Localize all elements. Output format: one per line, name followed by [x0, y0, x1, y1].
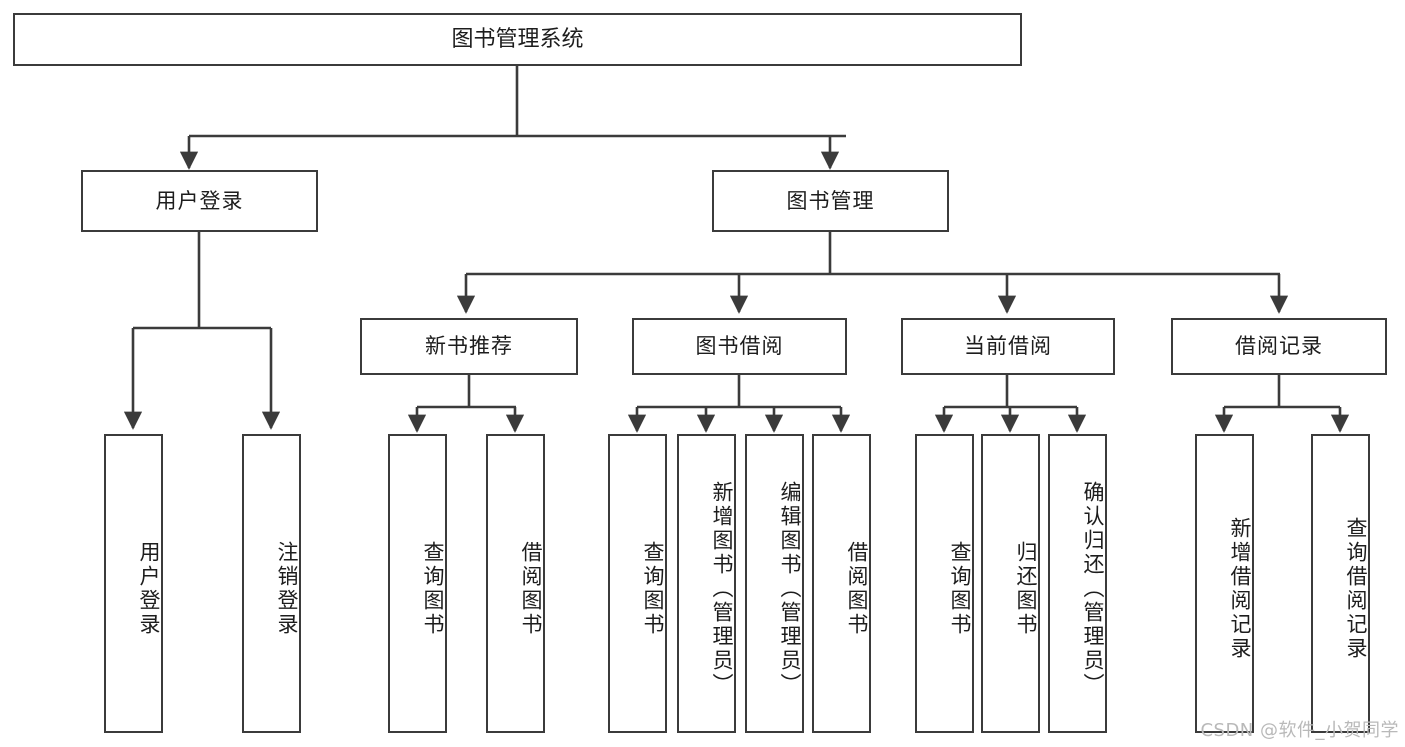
leaf-borrow-edit-book-admin[interactable]: 编辑图书（管理员）: [745, 434, 804, 733]
node-new-book-recommend[interactable]: 新书推荐: [360, 318, 578, 375]
leaf-label: 用户登录: [137, 540, 161, 637]
node-current-borrow[interactable]: 当前借阅: [901, 318, 1115, 375]
leaf-borrow-add-book-admin[interactable]: 新增图书（管理员）: [677, 434, 736, 733]
leaf-current-return-book[interactable]: 归还图书: [981, 434, 1040, 733]
leaf-borrow-query-book[interactable]: 查询图书: [608, 434, 667, 733]
leaf-label: 新增借阅记录: [1228, 516, 1252, 661]
node-book-management[interactable]: 图书管理: [712, 170, 949, 232]
watermark-text: CSDN @软件_小贺同学: [1200, 720, 1399, 741]
leaf-record-query-record[interactable]: 查询借阅记录: [1311, 434, 1370, 733]
leaf-new-book-borrow[interactable]: 借阅图书: [486, 434, 545, 733]
leaf-user-login-logout[interactable]: 注销登录: [242, 434, 301, 733]
leaf-borrow-borrow-book[interactable]: 借阅图书: [812, 434, 871, 733]
leaf-label: 查询图书: [641, 540, 665, 637]
node-root-system[interactable]: 图书管理系统: [13, 13, 1022, 66]
node-book-borrow[interactable]: 图书借阅: [632, 318, 847, 375]
node-borrow-record[interactable]: 借阅记录: [1171, 318, 1387, 375]
leaf-label: 归还图书: [1014, 540, 1038, 637]
leaf-record-add-record[interactable]: 新增借阅记录: [1195, 434, 1254, 733]
leaf-user-login-login[interactable]: 用户登录: [104, 434, 163, 733]
leaf-label: 借阅图书: [845, 540, 869, 637]
leaf-current-confirm-return-admin[interactable]: 确认归还（管理员）: [1048, 434, 1107, 733]
leaf-label: 编辑图书（管理员）: [778, 480, 802, 697]
node-user-login[interactable]: 用户登录: [81, 170, 318, 232]
leaf-label: 查询图书: [948, 540, 972, 637]
leaf-label: 查询借阅记录: [1344, 516, 1368, 661]
leaf-current-query-book[interactable]: 查询图书: [915, 434, 974, 733]
leaf-label: 注销登录: [275, 540, 299, 637]
leaf-label: 新增图书（管理员）: [710, 480, 734, 697]
leaf-label: 借阅图书: [519, 540, 543, 637]
leaf-label: 查询图书: [421, 540, 445, 637]
leaf-new-book-query[interactable]: 查询图书: [388, 434, 447, 733]
leaf-label: 确认归还（管理员）: [1081, 480, 1105, 697]
